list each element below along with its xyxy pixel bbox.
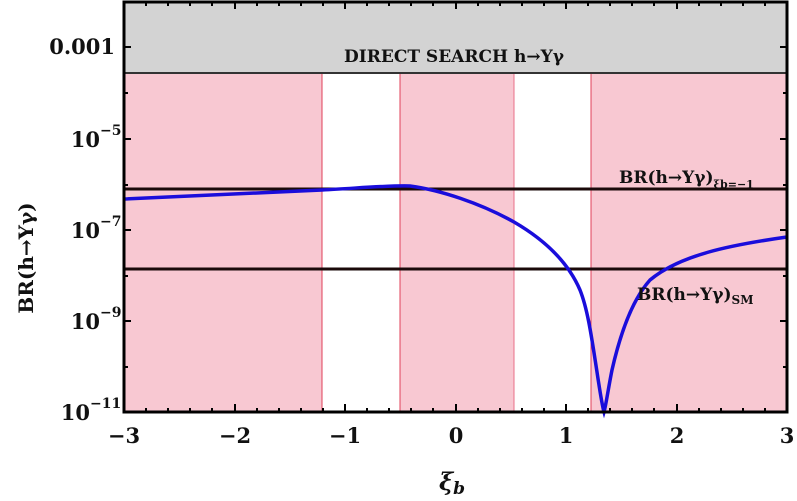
y-tick-label: 0.001 bbox=[49, 34, 115, 59]
x-tick-label: 3 bbox=[780, 423, 795, 448]
br-xi-label: BR(h→Υγ)ξb=−1 bbox=[619, 168, 754, 191]
x-tick-label: 2 bbox=[670, 423, 685, 448]
y-tick-exponent: −5 bbox=[100, 123, 121, 139]
y-tick-label: 10 bbox=[71, 309, 100, 334]
y-tick-label: 10 bbox=[71, 127, 100, 152]
x-tick-label: −3 bbox=[108, 423, 140, 448]
excluded-region-middle bbox=[400, 73, 514, 412]
y-tick-exponent: −11 bbox=[90, 396, 121, 412]
y-tick-exponent: −7 bbox=[100, 214, 121, 230]
x-tick-label: 0 bbox=[449, 423, 464, 448]
excluded-region-left bbox=[124, 73, 322, 412]
br-sm-label: BR(h→Υγ)SM bbox=[637, 285, 754, 307]
y-tick-label: 10 bbox=[61, 400, 90, 425]
y-tick-exponent: −9 bbox=[100, 305, 121, 321]
y-ticks bbox=[124, 46, 787, 368]
x-ticks bbox=[123, 2, 766, 412]
y-axis-title: BR(h→Υγ) bbox=[14, 202, 38, 313]
direct-search-label: DIRECT SEARCH h→Υγ bbox=[344, 47, 565, 67]
x-axis-title: ξb bbox=[439, 467, 465, 499]
br-curve bbox=[123, 184, 788, 419]
direct-search-band bbox=[124, 2, 787, 73]
x-tick-label: −1 bbox=[329, 423, 361, 448]
y-tick-label: 10 bbox=[71, 218, 100, 243]
x-tick-label: −2 bbox=[219, 423, 251, 448]
x-tick-label: 1 bbox=[559, 423, 574, 448]
